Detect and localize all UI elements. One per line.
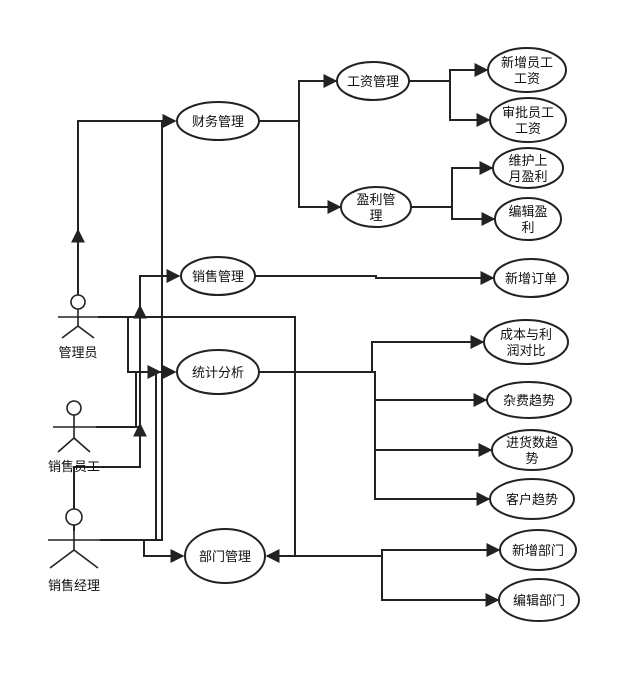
usecase-ellipse	[176, 101, 260, 141]
usecase-add-dept[interactable]: 新增部门	[499, 529, 577, 571]
usecase-ellipse	[494, 197, 562, 241]
usecase-ellipse	[483, 319, 569, 365]
actor-left-leg	[61, 325, 79, 339]
usecase-ellipse	[489, 478, 575, 520]
usecase-label: 统计分析	[192, 366, 244, 381]
edge-admin-finance	[77, 114, 177, 295]
edge-stats-misc	[259, 371, 488, 407]
edge-finance-salary	[259, 74, 338, 122]
usecase-ellipse	[340, 186, 412, 228]
edge-profit-maintain	[411, 161, 494, 208]
usecase-ellipse	[336, 61, 410, 101]
edge-staff-stats	[96, 365, 162, 428]
usecase-ellipse	[499, 529, 577, 571]
actor-admin: 管理员	[58, 294, 98, 361]
usecase-label: 部门管理	[199, 550, 251, 565]
actor-sales-manager: 销售经理	[48, 508, 100, 594]
usecase-ellipse	[492, 147, 564, 189]
usecase-label: 新增员工	[501, 55, 553, 71]
usecase-label: 利	[521, 221, 534, 236]
edge-sales-order	[255, 271, 495, 285]
usecase-label: 工资管理	[347, 75, 399, 90]
edge-admin-stats	[98, 316, 177, 379]
usecase-dept[interactable]: 部门管理	[184, 528, 266, 584]
actor-head	[66, 400, 82, 416]
usecase-label: 编辑盈	[508, 205, 547, 220]
edge-profit-edit	[411, 206, 496, 226]
edge-salary-approve	[409, 80, 491, 127]
usecase-sales[interactable]: 销售管理	[180, 256, 256, 296]
edge-stats-customer	[259, 371, 491, 506]
actor-head	[65, 508, 83, 526]
usecase-finance[interactable]: 财务管理	[176, 101, 260, 141]
usecase-stats[interactable]: 统计分析	[176, 349, 260, 395]
edge-stats-cost	[259, 335, 485, 373]
usecase-ellipse	[180, 256, 256, 296]
usecase-ellipse	[176, 349, 260, 395]
usecase-label: 财务管理	[192, 114, 244, 130]
edges	[71, 63, 501, 607]
usecase-ellipse	[491, 429, 573, 471]
usecase-label: 进货数趋	[506, 435, 558, 451]
usecase-customer-trend[interactable]: 客户趋势	[489, 478, 575, 520]
usecase-label: 杂费趋势	[503, 393, 555, 409]
usecase-ellipse	[487, 47, 567, 93]
usecase-label: 盈利管	[356, 193, 395, 208]
actor-sales-staff: 销售员工	[48, 400, 100, 475]
edge-salary-add	[409, 63, 489, 82]
usecase-ellipse	[498, 578, 580, 622]
usecase-label: 新增部门	[512, 543, 564, 559]
actor-right-leg	[73, 549, 99, 569]
usecase-label: 编辑部门	[513, 594, 565, 609]
usecase-label: 工资	[515, 122, 541, 137]
edge-manager-finance	[100, 114, 177, 541]
actor-right-leg	[73, 437, 91, 453]
usecase-label: 润对比	[506, 344, 545, 359]
nodes: 财务管理工资管理新增员工工资审批员工工资盈利管理维护上月盈利编辑盈利销售管理新增…	[176, 47, 580, 622]
usecase-edit-dept[interactable]: 编辑部门	[498, 578, 580, 622]
actor-right-leg	[77, 325, 95, 339]
usecase-ellipse	[184, 528, 266, 584]
usecase-ellipse	[493, 258, 569, 298]
usecase-misc-trend[interactable]: 杂费趋势	[486, 381, 572, 419]
edge-manager-staff	[73, 422, 147, 531]
actor-label: 管理员	[58, 346, 97, 361]
usecase-label: 理	[369, 209, 382, 224]
usecase-label: 维护上	[508, 154, 547, 169]
usecase-label: 工资	[514, 72, 540, 87]
actor-left-leg	[57, 437, 75, 453]
actor-left-leg	[49, 549, 75, 569]
edge-manager-dept	[100, 539, 185, 563]
edge-staff-sales	[96, 269, 181, 428]
edge-finance-profit	[259, 120, 342, 214]
edge-dept-edit	[267, 555, 500, 607]
usecase-label: 销售管理	[192, 269, 244, 285]
usecase-label: 客户趋势	[506, 492, 558, 508]
usecase-ellipse	[489, 97, 567, 143]
usecase-ellipse	[486, 381, 572, 419]
actor-label: 销售经理	[48, 578, 100, 594]
usecase-label: 势	[525, 451, 538, 467]
usecase-label: 审批员工	[502, 106, 554, 121]
usecase-label: 新增订单	[505, 271, 557, 287]
usecase-label: 成本与利	[500, 328, 552, 343]
usecase-salary[interactable]: 工资管理	[336, 61, 410, 101]
usecase-add-order[interactable]: 新增订单	[493, 258, 569, 298]
edge-manager-stats	[100, 365, 177, 541]
actor-head	[70, 294, 86, 310]
usecase-label: 月盈利	[508, 170, 547, 185]
actor-label: 销售员工	[48, 459, 100, 475]
